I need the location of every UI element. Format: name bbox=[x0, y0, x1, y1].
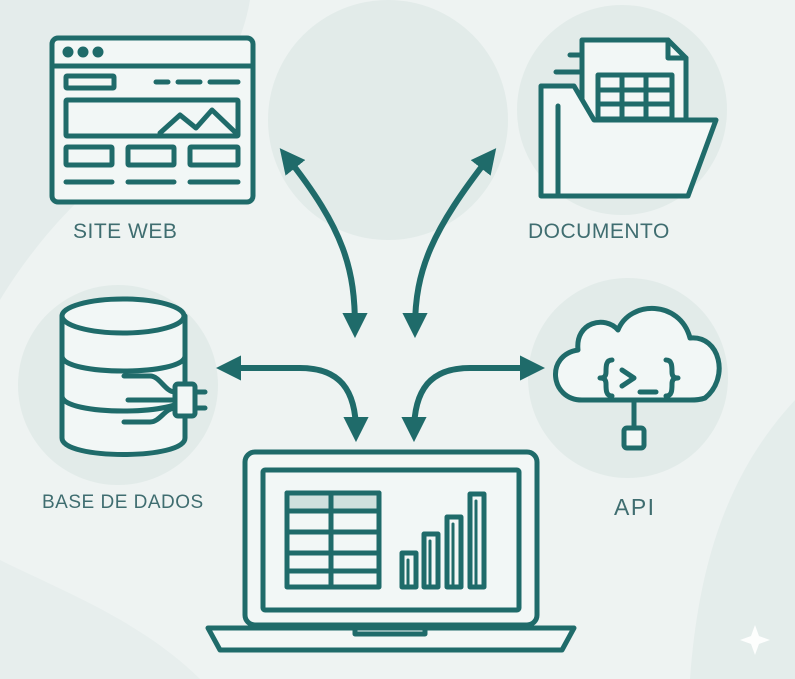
label-base-de-dados: BASE DE DADOS bbox=[42, 492, 204, 513]
label-documento: DOCUMENTO bbox=[528, 220, 670, 243]
label-api: API bbox=[614, 494, 656, 520]
cloud-code-icon bbox=[553, 306, 722, 451]
laptop-dashboard-icon bbox=[205, 449, 577, 653]
arrow-database bbox=[215, 355, 369, 443]
sparkle-icon bbox=[740, 625, 770, 655]
arrow-document bbox=[402, 148, 497, 339]
arrow-api bbox=[401, 355, 546, 443]
label-site-web: SITE WEB bbox=[73, 220, 178, 243]
database-plug-icon bbox=[59, 296, 208, 457]
browser-window-icon bbox=[49, 35, 256, 205]
arrow-website bbox=[279, 148, 368, 339]
connector-arrows bbox=[215, 148, 546, 443]
folder-documents-icon bbox=[538, 37, 719, 199]
